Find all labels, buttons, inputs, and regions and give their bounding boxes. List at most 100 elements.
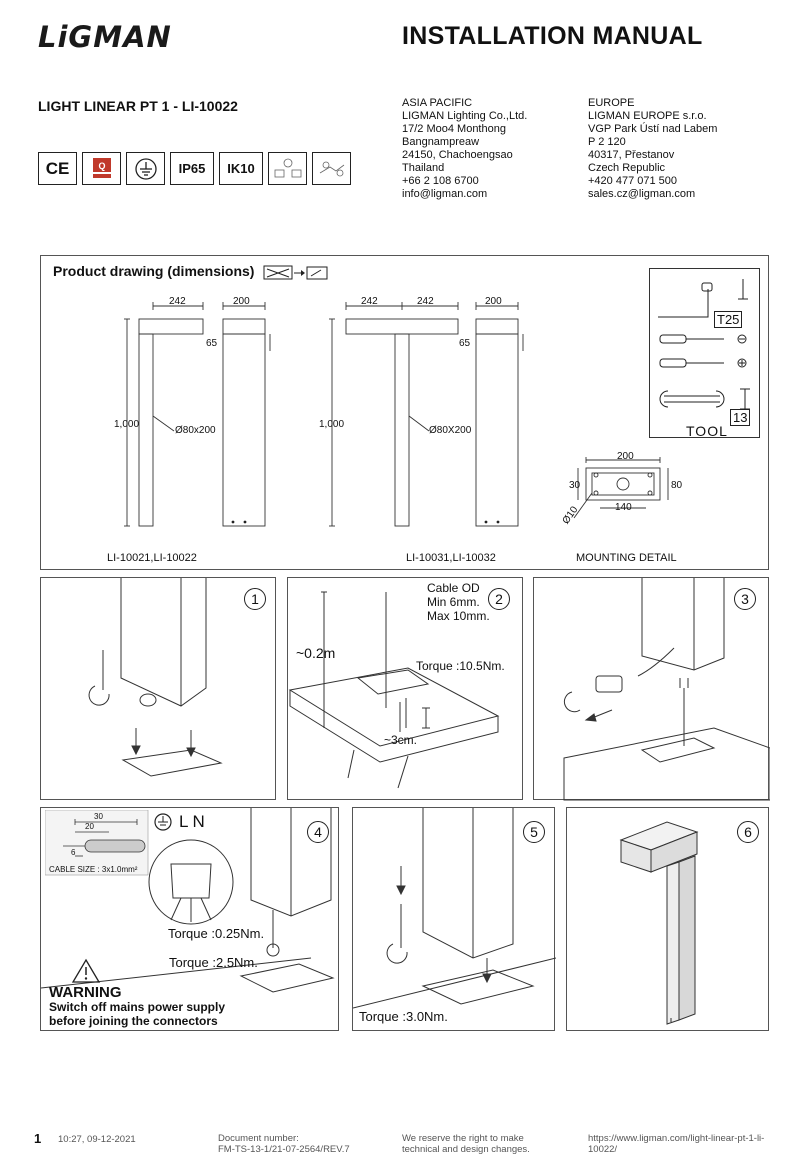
diameter-label: Ø80X200 [429, 425, 472, 436]
cable-od-label: Cable OD [427, 581, 480, 595]
step-6-illustration [619, 821, 699, 1025]
strip-30-label: 30 [94, 812, 103, 821]
torque-label: Torque :10.5Nm. [416, 659, 505, 673]
step-number: 1 [244, 588, 266, 610]
model-caption-1: LI-10021,LI-10022 [107, 552, 197, 564]
dim-200-label: 200 [485, 296, 502, 307]
step-number-label: 6 [744, 824, 752, 840]
step-5-illustration [353, 808, 556, 1009]
strip-6-label: 6 [71, 848, 76, 857]
asia-line: 17/2 Moo4 Monthong [402, 123, 506, 135]
mounting-detail-drawing [573, 457, 669, 519]
quality-mark-icon: Q [82, 152, 121, 185]
step-5-panel: 5 Torque :3.0Nm. [352, 807, 556, 1031]
step-4-panel: 4 30 20 6 CABLE SIZE : 3x1.0mm² L N [40, 807, 339, 1031]
address-asia: ASIA PACIFIC LIGMAN Lighting Co.,Ltd. 17… [402, 97, 527, 201]
footer-reserve: We reserve the right to make technical a… [402, 1133, 530, 1155]
step-number: 2 [488, 588, 510, 610]
install-symbol-icon [268, 152, 307, 185]
url-line-1: https://www.ligman.com/light-linear-pt-1… [588, 1133, 765, 1144]
cable-min-label: Min 6mm. [427, 595, 480, 609]
step-number: 4 [307, 821, 329, 843]
url-line-2: 10022/ [588, 1144, 618, 1155]
warning-triangle-icon [71, 958, 101, 983]
cable-size-label: CABLE SIZE : 3x1.0mm² [49, 865, 138, 874]
dim-65-label: 65 [206, 338, 218, 349]
dim-65-label: 65 [459, 338, 471, 349]
ip-rating-label: IP65 [178, 161, 206, 176]
dim-242-label: 242 [169, 296, 186, 307]
warning-title: WARNING [49, 984, 122, 1001]
step-number-label: 3 [741, 591, 749, 607]
mount-30-label: 30 [569, 480, 581, 491]
torque-gland-label: Torque :2.5Nm. [169, 955, 258, 970]
mount-80-label: 80 [671, 480, 683, 491]
strip-20-label: 20 [85, 822, 94, 831]
europe-line: P 2 120 [588, 136, 626, 148]
tool-box: T25 13 TOOL [649, 268, 760, 439]
step-number: 5 [523, 821, 545, 843]
brand-logo: LiGMAN [38, 20, 172, 54]
warning-line-1: Switch off mains power supply [49, 1000, 226, 1014]
depth-label: ~3cm. [384, 733, 418, 747]
reserve-line-2: technical and design changes. [402, 1144, 530, 1155]
asia-line: Bangnampreaw [402, 136, 480, 148]
tool-label: TOOL [686, 423, 728, 439]
asia-email-link[interactable]: info@ligman.com [402, 188, 488, 200]
asia-line: +66 2 108 6700 [402, 175, 479, 187]
doc-number: FM-TS-13-1/21-07-2564/REV.7 [218, 1144, 350, 1155]
address-europe: EUROPE LIGMAN EUROPE s.r.o. VGP Park Úst… [588, 97, 717, 201]
step-number: 3 [734, 588, 756, 610]
asia-line: ASIA PACIFIC [402, 97, 473, 109]
footer-date: 10:27, 09-12-2021 [58, 1134, 136, 1145]
asia-line: Thailand [402, 162, 445, 174]
step-2-illustration [288, 591, 500, 789]
dim-1000-label: 1,000 [319, 419, 345, 430]
europe-email-link[interactable]: sales.cz@ligman.com [588, 188, 696, 200]
mounting-caption: MOUNTING DETAIL [576, 552, 677, 564]
step-number-label: 5 [530, 824, 538, 840]
torque-connector-label: Torque :0.25Nm. [168, 926, 265, 941]
cable-strip-diagram [45, 810, 149, 876]
europe-line: EUROPE [588, 97, 635, 109]
step-1-illustration [88, 578, 223, 777]
tool-t25-label: T25 [714, 311, 743, 328]
dim-1000-label: 1,000 [114, 419, 140, 430]
ce-mark-icon: CE [38, 152, 77, 185]
usage-symbol-icon [312, 152, 351, 185]
footer-url-link[interactable]: https://www.ligman.com/light-linear-pt-1… [588, 1133, 764, 1155]
torque-label: Torque :3.0Nm. [359, 1009, 448, 1024]
model-caption-2: LI-10031,LI-10032 [406, 552, 496, 564]
europe-line: Czech Republic [588, 162, 666, 174]
terminal-ln-label: L N [179, 812, 205, 831]
ground-icon [154, 813, 172, 831]
product-drawing-panel: Product drawing (dimensions) [40, 255, 769, 570]
step-4-illustration [41, 808, 335, 993]
warning-line-2: before joining the connectors [49, 1014, 218, 1028]
certification-row: CE Q IP65 IK10 [38, 152, 351, 185]
step-1-panel: 1 [40, 577, 276, 800]
step-number: 6 [737, 821, 759, 843]
asia-line: LIGMAN Lighting Co.,Ltd. [402, 110, 528, 122]
reserve-line-1: We reserve the right to make [402, 1133, 524, 1144]
europe-line: LIGMAN EUROPE s.r.o. [588, 110, 707, 122]
drawing-title: Product drawing (dimensions) [53, 263, 255, 279]
footer-document: Document number: FM-TS-13-1/21-07-2564/R… [218, 1133, 350, 1155]
step-2-panel: 2 Cable OD Min 6mm. Max 10mm. ~0.2m Torq… [287, 577, 523, 800]
svg-text:Q: Q [98, 161, 105, 171]
diameter-label: Ø80x200 [175, 425, 216, 436]
dim-242-label: 242 [417, 296, 434, 307]
doc-label: Document number: [218, 1133, 299, 1144]
europe-line: +420 477 071 500 [588, 175, 678, 187]
ground-symbol-icon [126, 152, 165, 185]
step-3-panel: 3 [533, 577, 770, 801]
height-label: ~0.2m [296, 645, 336, 661]
dim-200-label: 200 [233, 296, 250, 307]
step-3-illustration [563, 578, 770, 801]
scale-symbol-icon [263, 265, 328, 280]
step-number-label: 1 [251, 591, 259, 607]
mount-140-label: 140 [615, 502, 632, 513]
ik-rating-label: IK10 [227, 161, 255, 176]
step-number-label: 2 [495, 591, 503, 607]
cable-max-label: Max 10mm. [427, 609, 490, 623]
